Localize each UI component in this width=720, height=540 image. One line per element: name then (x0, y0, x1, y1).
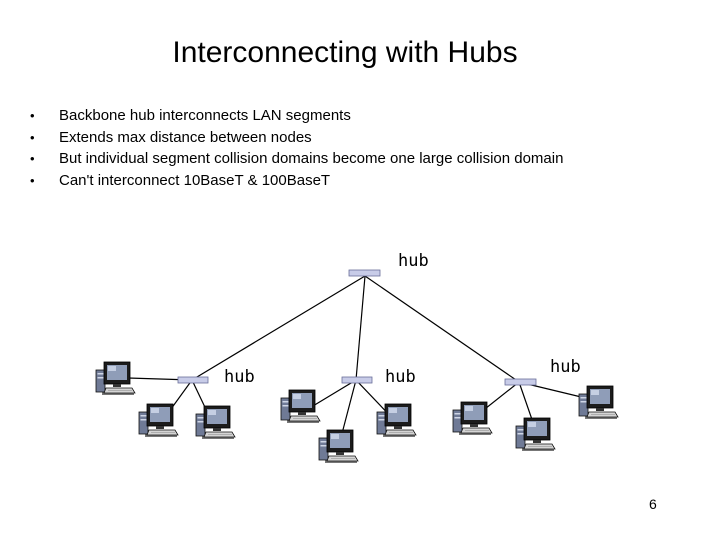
left-hub-icon (177, 376, 209, 384)
backbone-hub-label: hub (398, 251, 429, 271)
bullet-marker: • (30, 108, 35, 123)
bullet-text: But individual segment collision domains… (59, 150, 564, 167)
desktop-computer-icon (452, 401, 493, 436)
bullet-marker: • (30, 172, 35, 188)
right-hub-label: hub (550, 357, 581, 377)
middle-hub-icon (341, 376, 373, 384)
desktop-computer-icon (195, 405, 236, 440)
left-hub-label: hub (224, 367, 255, 387)
desktop-computer-icon (280, 389, 321, 424)
bullet-marker: • (30, 129, 35, 145)
desktop-computer-icon (515, 417, 556, 452)
desktop-computer-icon (318, 429, 359, 464)
bullet-text: Backbone hub interconnects LAN segments (59, 107, 351, 124)
bullet-marker: • (30, 151, 35, 166)
desktop-computer-icon (578, 385, 619, 420)
page-number: 6 (649, 496, 657, 512)
slide-title: Interconnecting with Hubs (172, 36, 518, 69)
middle-hub-label: hub (385, 367, 416, 387)
bullet-text: Can't interconnect 10BaseT & 100BaseT (59, 171, 331, 189)
right-hub-icon (504, 378, 537, 386)
backbone-hub-icon (348, 269, 381, 277)
desktop-computer-icon (95, 361, 136, 396)
bullet-text: Extends max distance between nodes (59, 128, 312, 146)
desktop-computer-icon (138, 403, 179, 438)
